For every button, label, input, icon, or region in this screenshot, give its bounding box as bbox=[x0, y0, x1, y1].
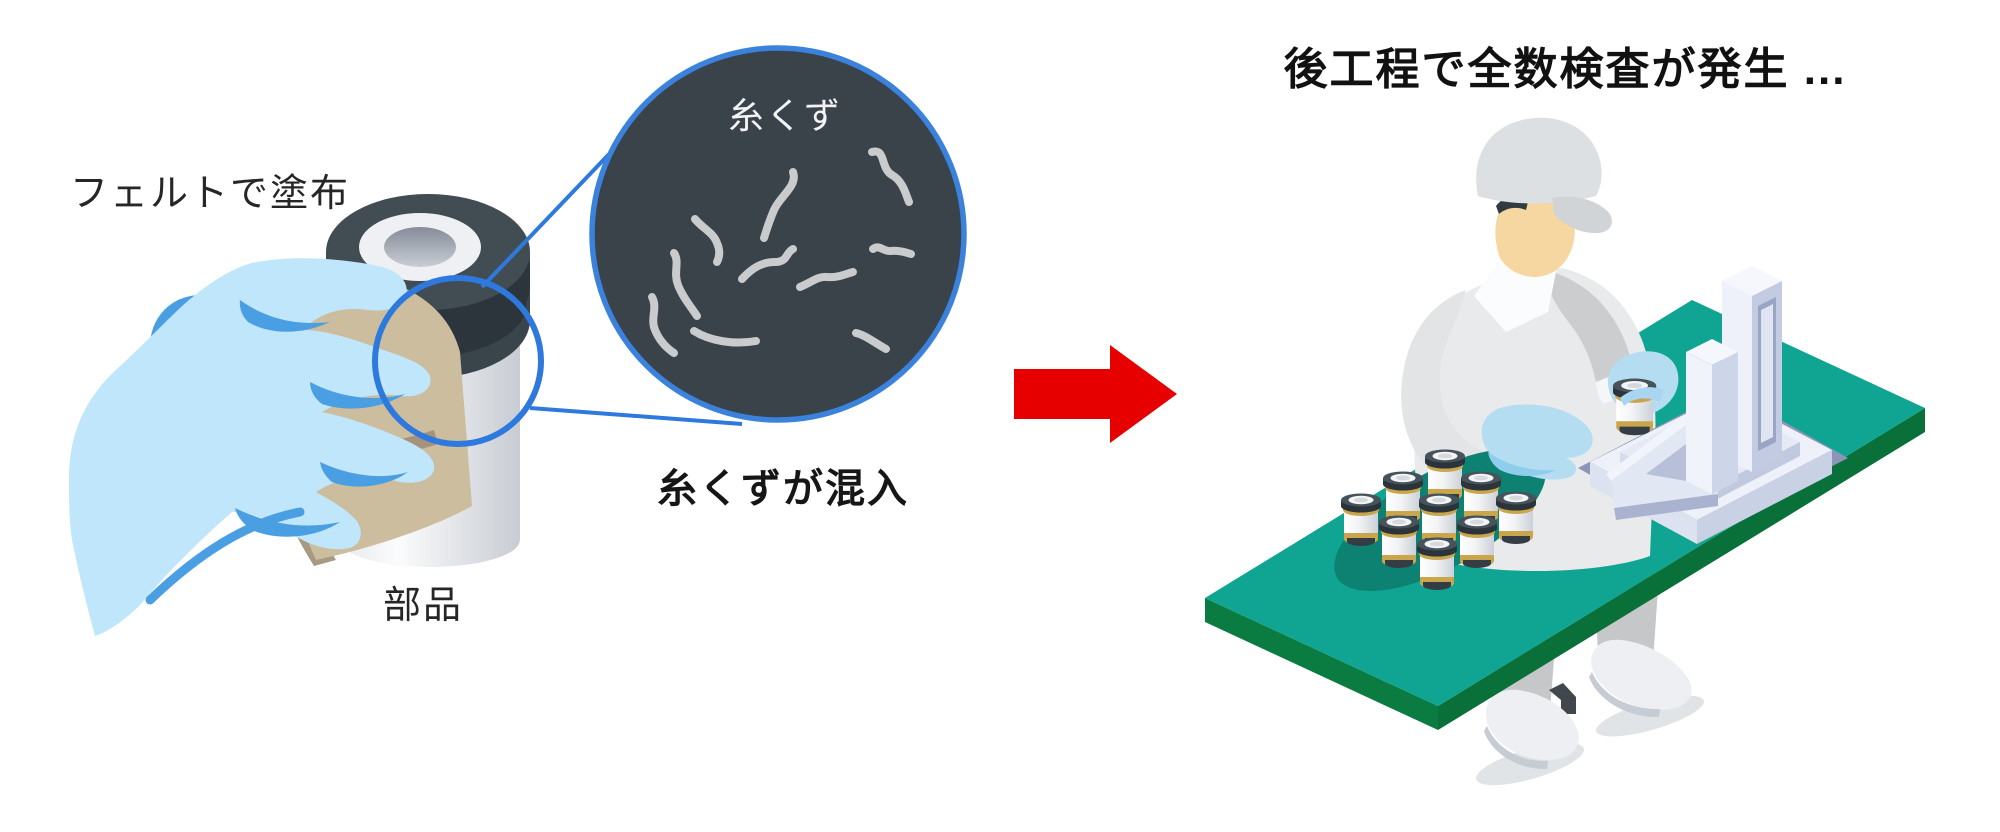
parts-group bbox=[1334, 449, 1546, 591]
table-edge-left bbox=[1205, 598, 1438, 730]
part-bushing bbox=[1613, 378, 1657, 436]
part-bore bbox=[384, 227, 456, 267]
callout-circle bbox=[372, 275, 544, 447]
caption-lint-contamination: 糸くずが混入 bbox=[657, 467, 909, 511]
lint-strand bbox=[852, 329, 890, 353]
label-lint: 糸くず bbox=[728, 95, 842, 136]
magnifier-view: 糸くず 糸くずが混入 bbox=[589, 45, 967, 511]
magnifier-ring bbox=[589, 45, 967, 423]
lint-strand bbox=[869, 243, 915, 258]
worker-cap-brim bbox=[1552, 196, 1612, 234]
part-bushing bbox=[1341, 493, 1381, 546]
part-bushing bbox=[1417, 537, 1457, 590]
glove-silhouette bbox=[69, 258, 435, 636]
scene-title: 後工程で全数検査が発生 ... bbox=[1284, 44, 1847, 94]
lint-strand bbox=[690, 327, 760, 347]
part-bushing bbox=[1496, 491, 1536, 544]
gauge-arm-front bbox=[1686, 352, 1712, 494]
callout-line-bottom bbox=[529, 406, 743, 426]
label-part: 部品 bbox=[383, 585, 463, 627]
label-apply-with-felt: フェルトで塗布 bbox=[70, 173, 350, 215]
lint-strand bbox=[760, 168, 798, 242]
held-part bbox=[1613, 378, 1657, 436]
worker-right-glove-with-part bbox=[1607, 351, 1679, 436]
glove-finger-accent-4 bbox=[235, 508, 340, 537]
magnifier-disc bbox=[592, 48, 964, 420]
glove-palm-accent bbox=[145, 507, 305, 605]
table-leg-strut bbox=[1549, 683, 1576, 714]
glove-finger-accent-3 bbox=[320, 462, 408, 487]
right-glove-finger bbox=[1620, 387, 1664, 406]
lint-strand bbox=[691, 215, 724, 266]
felt-application-step: フェルトで塗布 部品 bbox=[69, 126, 743, 636]
applicator-hand bbox=[69, 258, 435, 636]
process-arrow bbox=[1014, 345, 1177, 443]
glove-finger-accent-1 bbox=[239, 300, 330, 332]
gauge-base-front-right bbox=[1697, 450, 1832, 544]
lint-strands bbox=[648, 147, 915, 357]
gauge-arm-side bbox=[1712, 352, 1738, 494]
inspection-scene: 後工程で全数検査が発生 ... bbox=[1205, 44, 1925, 786]
lint-strand bbox=[670, 249, 701, 320]
inspection-gauge bbox=[1578, 266, 1848, 544]
worker-right-shoe bbox=[1591, 639, 1692, 710]
lint-strand bbox=[738, 245, 797, 283]
worker-cap bbox=[1476, 117, 1602, 204]
right-shoe-sole bbox=[1589, 672, 1660, 718]
glove-finger-accent-2 bbox=[310, 382, 405, 409]
gauge-wedge-thickness bbox=[1614, 494, 1718, 520]
worker-left-shoe bbox=[1485, 689, 1579, 760]
gauge-column-groove-inner bbox=[1761, 304, 1773, 443]
left-shoe-sole bbox=[1484, 726, 1548, 770]
left-glove-shade bbox=[1488, 452, 1556, 476]
worker-left-glove bbox=[1481, 404, 1593, 480]
lint-strand bbox=[796, 268, 857, 291]
part-bushing bbox=[1379, 515, 1419, 568]
lint-strand bbox=[868, 147, 913, 206]
worker-right-arm bbox=[1540, 268, 1632, 382]
lint-strand bbox=[648, 293, 678, 357]
left-glove bbox=[1481, 404, 1593, 480]
part-bushing bbox=[1457, 515, 1497, 568]
worker-left-arm bbox=[1401, 290, 1496, 490]
